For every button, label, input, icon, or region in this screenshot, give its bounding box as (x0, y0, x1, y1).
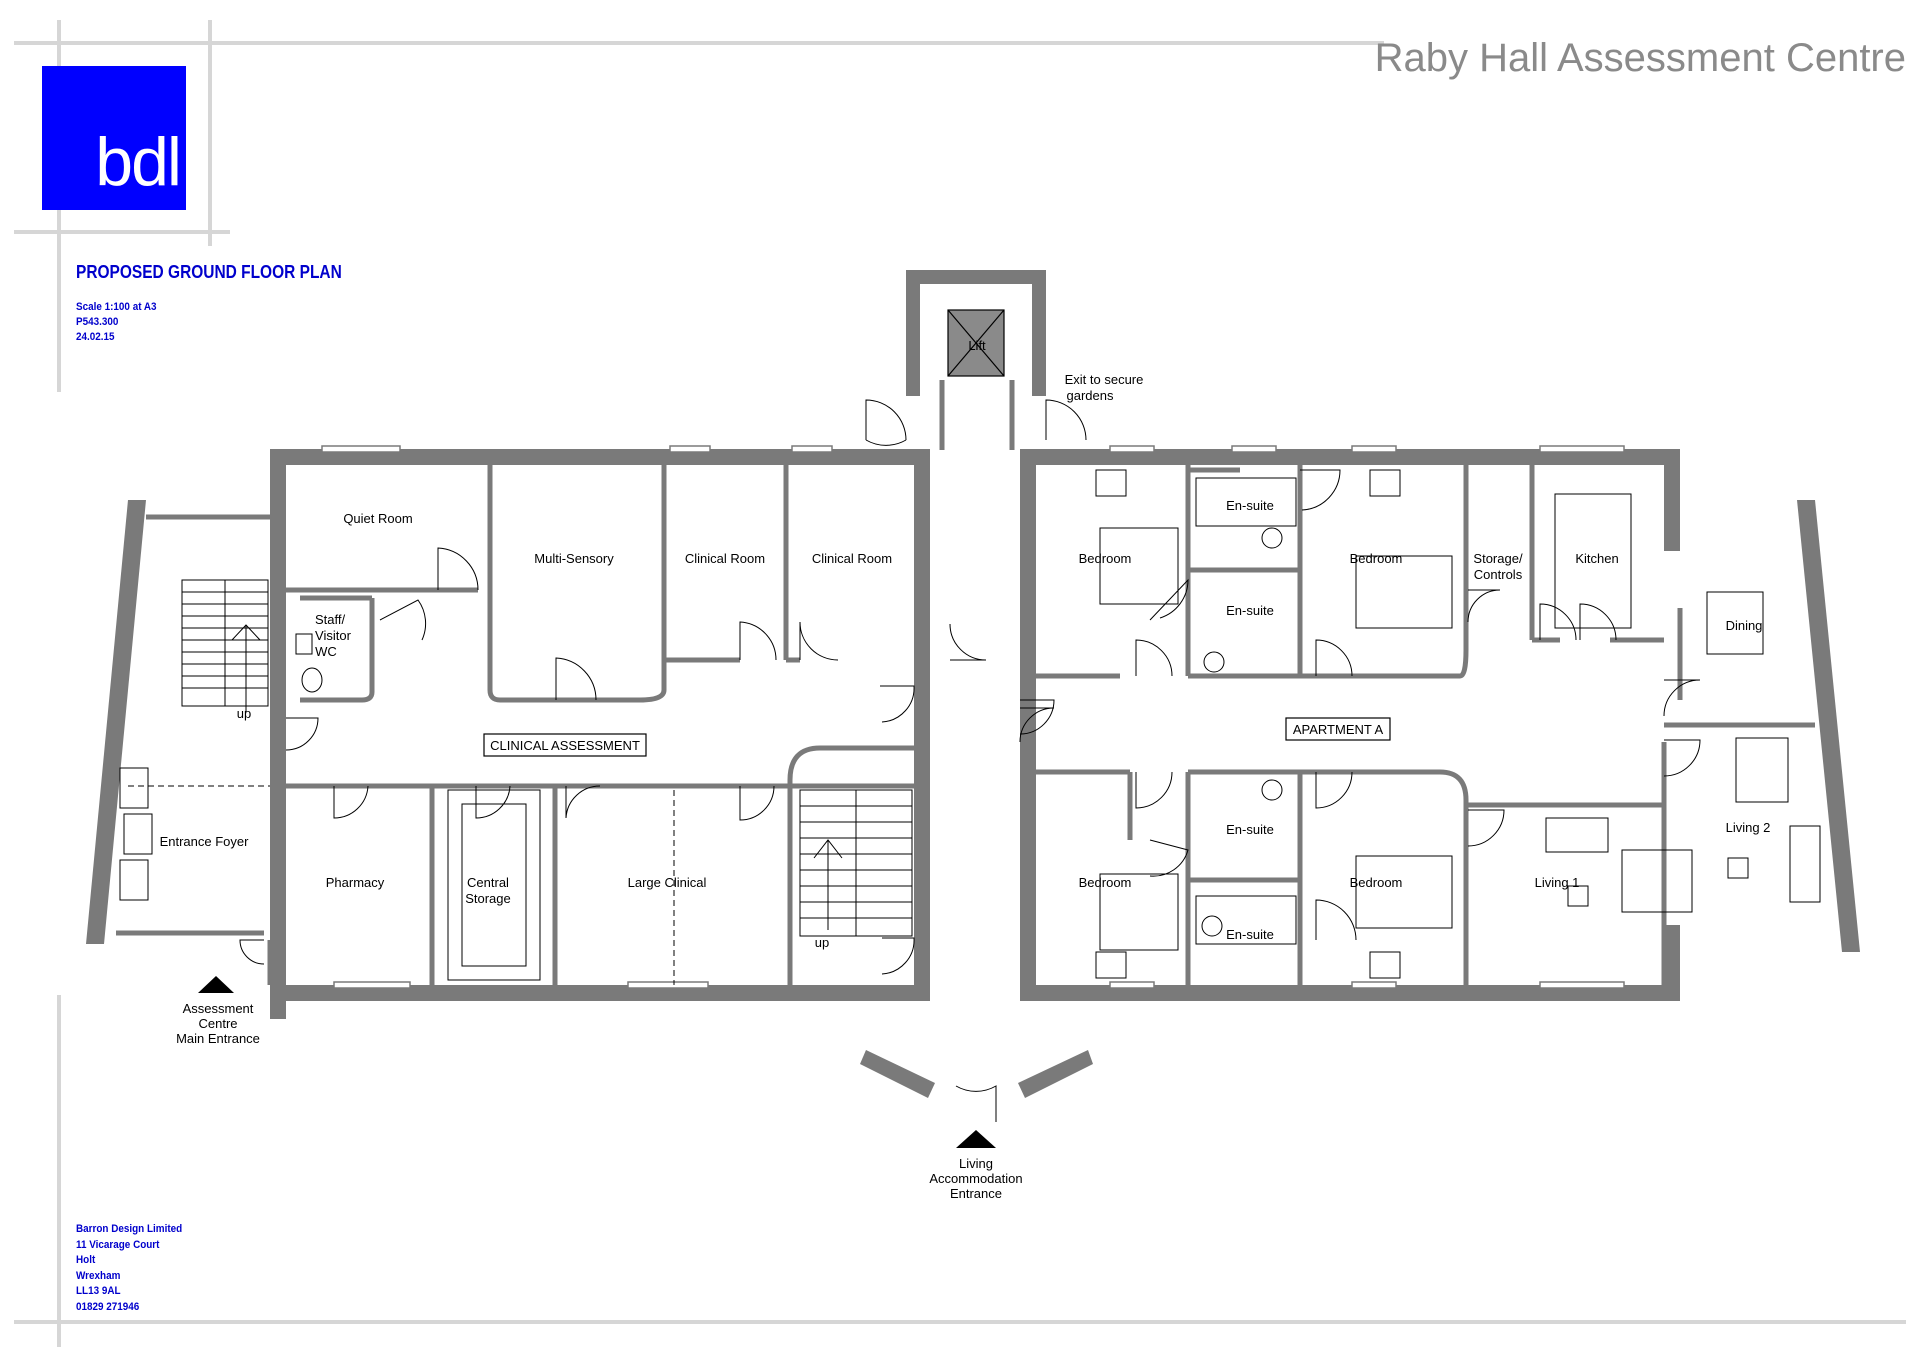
bdl-logo: bdl (42, 66, 186, 210)
label-main-entrance-3: Main Entrance (176, 1031, 260, 1046)
frame-line-logo-v (208, 20, 212, 246)
label-bedroom-2: Bedroom (1350, 551, 1403, 566)
entrance-labels: Assessment Centre Main Entrance Living A… (176, 1001, 1023, 1201)
storage-shelving (447, 789, 541, 981)
living-entrance-arrow (956, 1130, 996, 1148)
address-postcode: LL13 9AL (76, 1285, 121, 1297)
label-pharmacy: Pharmacy (326, 875, 385, 890)
logo-text: bdl (95, 124, 182, 200)
label-living-entrance-1: Living (959, 1156, 993, 1171)
label-ensuite-1: En-suite (1226, 498, 1274, 513)
label-multi-sensory: Multi-Sensory (534, 551, 614, 566)
label-staff-wc-1: Staff/ (315, 612, 346, 627)
stairs-left (181, 579, 269, 712)
furniture (119, 469, 1821, 979)
frame-line-logo-h (14, 230, 230, 234)
label-living-2: Living 2 (1726, 820, 1771, 835)
label-stair-up-1: up (237, 706, 251, 721)
drawing-scale: Scale 1:100 at A3 (76, 301, 157, 313)
label-ensuite-4: En-suite (1226, 927, 1274, 942)
label-bedroom-3: Bedroom (1079, 875, 1132, 890)
drawing-title: PROPOSED GROUND FLOOR PLAN (76, 262, 342, 282)
room-labels: Quiet Room Multi-Sensory Clinical Room C… (160, 338, 1771, 950)
label-main-entrance-2: Centre (198, 1016, 237, 1031)
frame-line-bottom (14, 1320, 1906, 1324)
label-central-storage-2: Storage (465, 891, 511, 906)
label-clinical-room-2: Clinical Room (812, 551, 892, 566)
address-line1: 11 Vicarage Court (76, 1238, 160, 1251)
label-lift: Lift (968, 338, 986, 353)
label-ensuite-3: En-suite (1226, 822, 1274, 837)
address-phone: 01829 271946 (76, 1300, 140, 1313)
label-clinical-room-1: Clinical Room (685, 551, 765, 566)
label-bedroom-1: Bedroom (1079, 551, 1132, 566)
label-living-entrance-3: Entrance (950, 1186, 1002, 1201)
drawing-meta: Scale 1:100 at A3 P543.300 24.02.15 (76, 300, 157, 345)
drawing-reference: P543.300 (76, 316, 119, 328)
address-line2: Holt (76, 1254, 96, 1266)
lift-car (947, 309, 1005, 377)
label-bedroom-4: Bedroom (1350, 875, 1403, 890)
address-line3: Wrexham (76, 1269, 121, 1282)
area-label-clinical-assessment: CLINICAL ASSESSMENT (483, 733, 647, 757)
partitions (116, 380, 1815, 985)
area-label-apartment-a: APARTMENT A (1285, 717, 1391, 741)
label-kitchen: Kitchen (1575, 551, 1618, 566)
label-living-1: Living 1 (1535, 875, 1580, 890)
label-clinical-assessment: CLINICAL ASSESSMENT (490, 738, 640, 753)
label-entrance-foyer: Entrance Foyer (160, 834, 250, 849)
label-apartment-a: APARTMENT A (1293, 722, 1384, 737)
drawing-date: 24.02.15 (76, 331, 115, 343)
label-central-storage-1: Central (467, 875, 509, 890)
main-entrance-arrow (198, 976, 234, 993)
label-staff-wc-3: WC (315, 644, 337, 659)
project-title: Raby Hall Assessment Centre (1374, 36, 1906, 80)
company-address: Barron Design Limited 11 Vicarage Court … (76, 1222, 182, 1315)
label-staff-wc-2: Visitor (315, 628, 352, 643)
frame-line-left-lower (57, 995, 61, 1347)
label-main-entrance-1: Assessment (183, 1001, 254, 1016)
label-living-entrance-2: Accommodation (929, 1171, 1022, 1186)
frame-line-top (14, 41, 1384, 45)
address-company: Barron Design Limited (76, 1223, 183, 1235)
windows (321, 445, 1625, 989)
label-storage-controls-1: Storage/ (1473, 551, 1523, 566)
label-quiet-room: Quiet Room (343, 511, 412, 526)
label-large-clinical: Large Clinical (628, 875, 707, 890)
label-exit-2: gardens (1067, 388, 1114, 403)
doors (239, 399, 1701, 1122)
label-ensuite-2: En-suite (1226, 603, 1274, 618)
stairs-right (799, 789, 913, 937)
label-stair-up-2: up (815, 935, 829, 950)
label-exit-1: Exit to secure (1065, 372, 1144, 387)
walls (86, 270, 1860, 1098)
label-storage-controls-2: Controls (1474, 567, 1523, 582)
label-dining: Dining (1726, 618, 1763, 633)
